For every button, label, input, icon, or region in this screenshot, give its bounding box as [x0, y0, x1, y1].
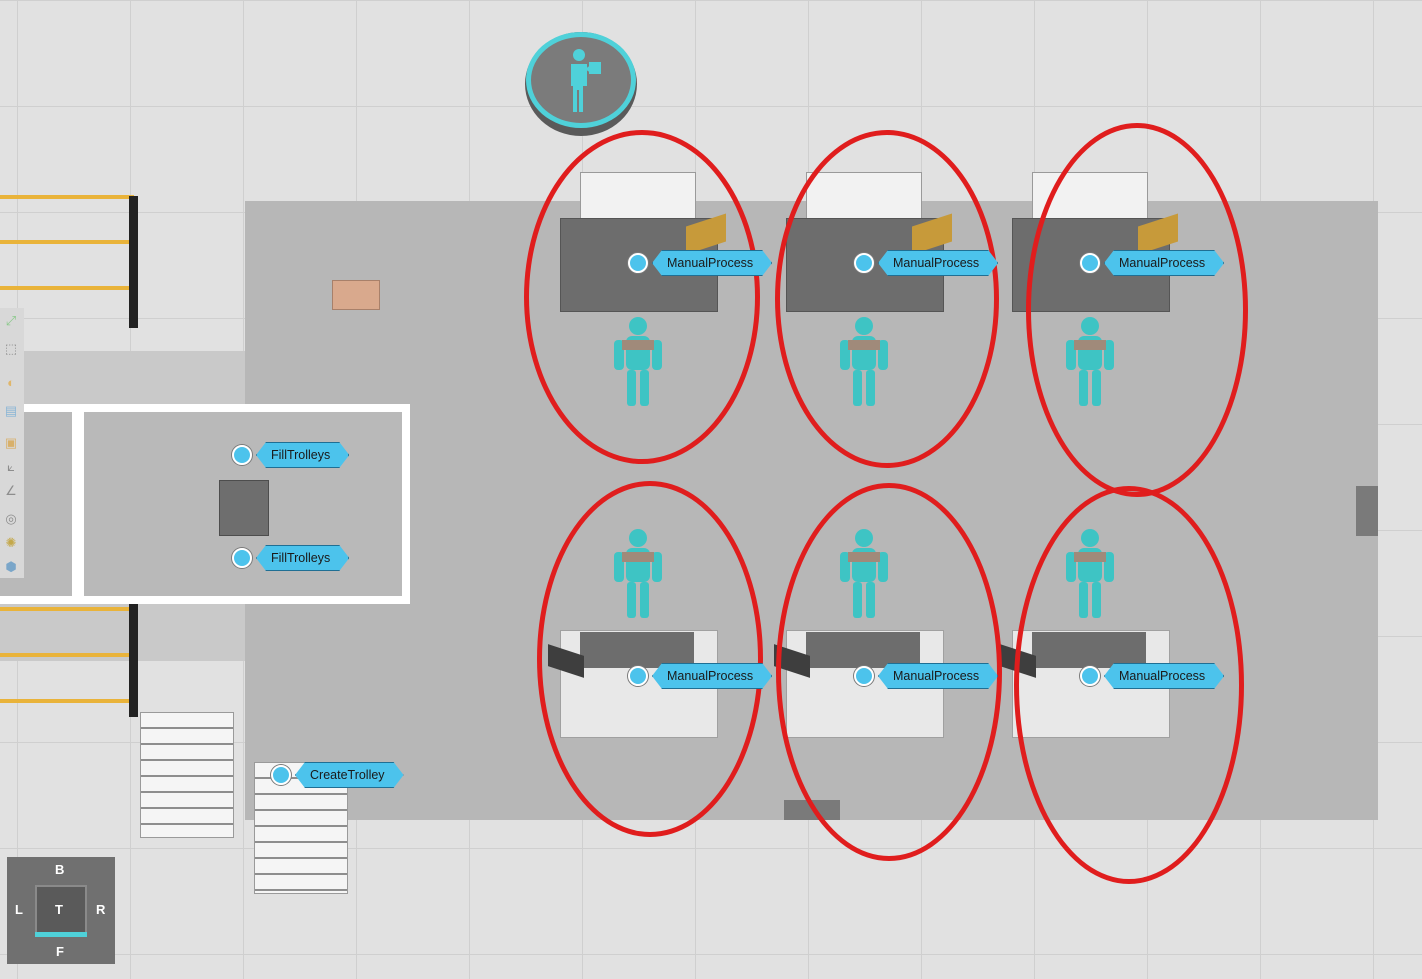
process-connector[interactable] — [1080, 666, 1100, 686]
highlight-ring — [775, 130, 999, 468]
rack-bar — [0, 240, 134, 244]
rack-post — [129, 604, 138, 717]
view-cube-front-highlight — [35, 932, 87, 937]
trolley[interactable] — [140, 712, 234, 838]
manual-process-label[interactable]: ManualProcess — [652, 663, 772, 689]
render-icon[interactable]: ✺ — [5, 535, 17, 550]
process-connector[interactable] — [271, 765, 291, 785]
layer-icon[interactable]: ▤ — [4, 403, 18, 418]
fill-trolleys-label[interactable]: FillTrolleys — [256, 545, 349, 571]
highlight-ring — [1014, 486, 1244, 884]
highlight-ring — [776, 483, 1002, 861]
floor-door[interactable] — [1356, 486, 1378, 536]
view-toolbar — [0, 308, 24, 578]
process-connector[interactable] — [628, 666, 648, 686]
rack-bar — [0, 653, 134, 657]
process-connector[interactable] — [854, 666, 874, 686]
measure-icon[interactable]: ◐ — [7, 375, 15, 390]
view-cube-left[interactable]: L — [15, 902, 23, 917]
material-icon[interactable]: ⬢ — [5, 559, 17, 574]
view-cube-back[interactable]: B — [55, 862, 65, 877]
fit-view-icon[interactable]: ⤢ — [5, 313, 17, 328]
view-cube-front[interactable]: F — [56, 944, 64, 959]
rack-post — [129, 196, 138, 328]
highlight-ring — [537, 481, 763, 837]
create-trolley-label[interactable]: CreateTrolley — [295, 762, 404, 788]
view-cube-right[interactable]: R — [96, 902, 106, 917]
small-box[interactable] — [332, 280, 380, 310]
manual-process-label[interactable]: ManualProcess — [1104, 663, 1224, 689]
view-cube-top-face[interactable] — [35, 885, 87, 935]
operator-icon — [571, 49, 601, 112]
process-connector[interactable] — [628, 253, 648, 273]
highlight-ring — [1026, 123, 1248, 497]
process-connector[interactable] — [232, 548, 252, 568]
manual-process-label[interactable]: ManualProcess — [1104, 250, 1224, 276]
fill-station-frame[interactable] — [0, 404, 410, 604]
rack-bar — [0, 286, 134, 290]
process-connector[interactable] — [854, 253, 874, 273]
view-cube-top[interactable]: T — [55, 902, 63, 917]
fill-trolleys-label[interactable]: FillTrolleys — [256, 442, 349, 468]
angle-icon[interactable]: ∠ — [5, 483, 17, 498]
process-connector[interactable] — [232, 445, 252, 465]
rack-bar — [0, 195, 134, 199]
frame-selection-icon[interactable]: ⬚ — [4, 341, 18, 356]
manual-process-label[interactable]: ManualProcess — [652, 250, 772, 276]
manual-process-label[interactable]: ManualProcess — [878, 250, 998, 276]
rack-bar — [0, 607, 134, 611]
frame-divider — [72, 404, 84, 604]
process-connector[interactable] — [1080, 253, 1100, 273]
fill-station-table — [219, 480, 269, 536]
box-icon[interactable]: ▣ — [4, 435, 18, 450]
axis-icon[interactable]: ⟀ — [7, 459, 15, 474]
highlight-ring — [524, 130, 760, 464]
manual-process-label[interactable]: ManualProcess — [878, 663, 998, 689]
snap-icon[interactable]: ◎ — [5, 511, 17, 526]
rack-bar — [0, 699, 134, 703]
